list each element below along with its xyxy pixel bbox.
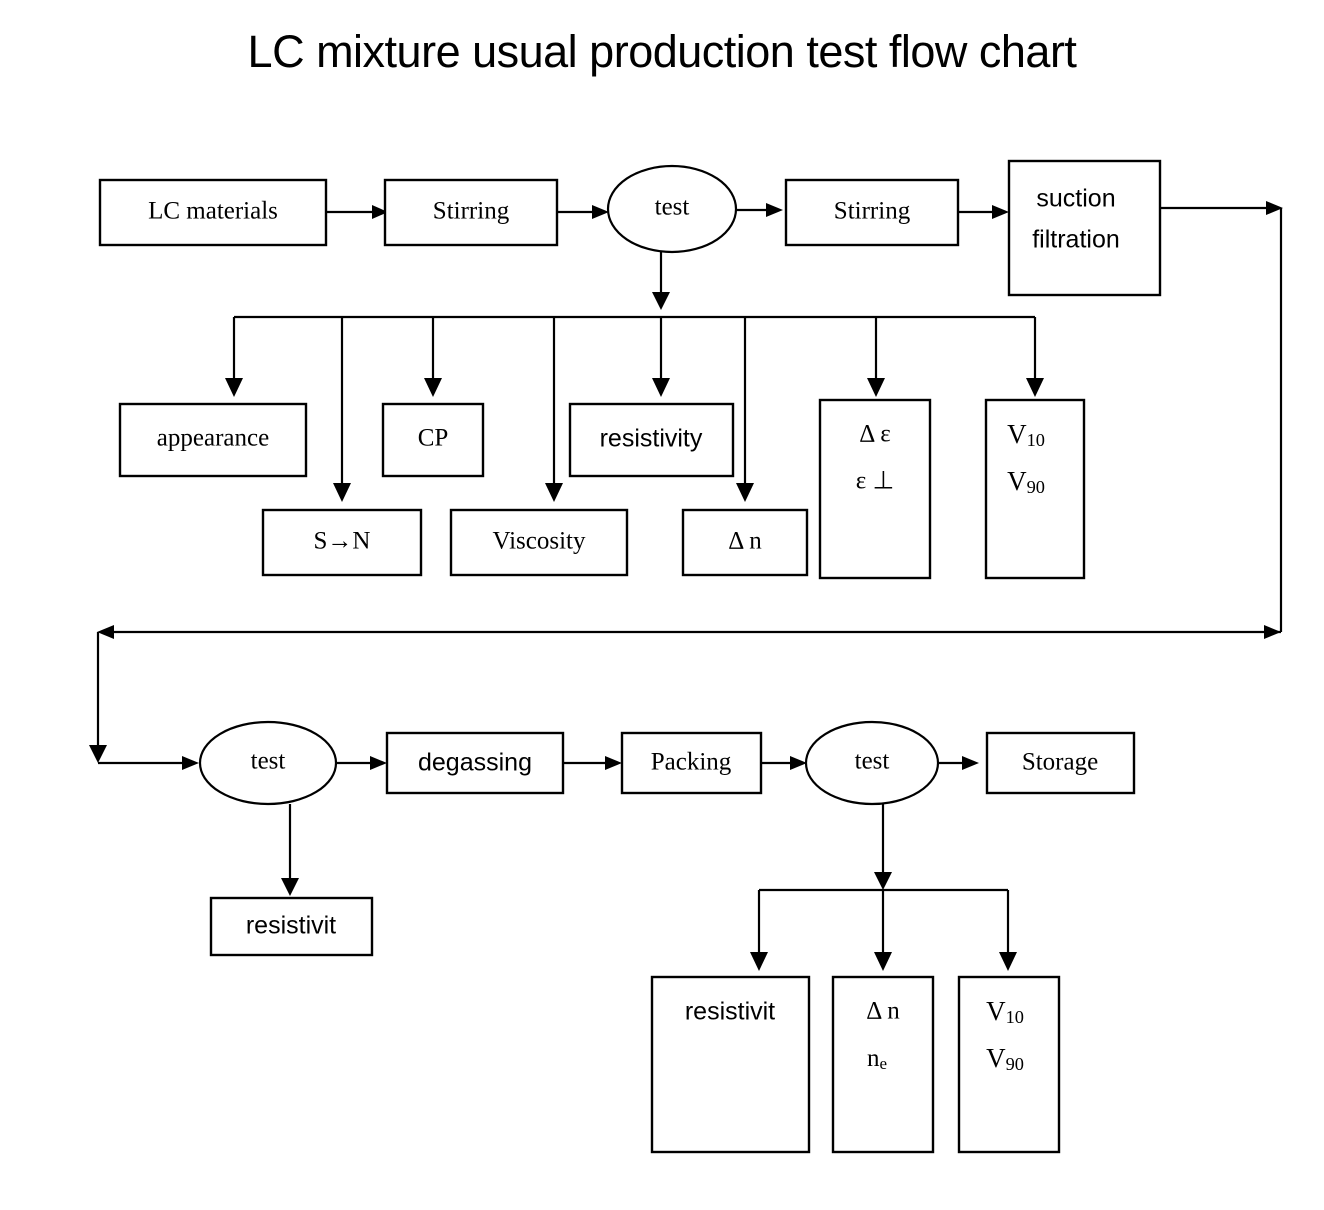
node-cp-label: CP: [418, 425, 449, 452]
connector-bus-to-delta-n: [736, 317, 754, 502]
node-suction-filtration-label-line2: filtration: [1032, 226, 1120, 254]
node-test-1-label: test: [655, 194, 690, 221]
node-s-to-n[interactable]: S→N: [261, 508, 423, 577]
node-suction-filtration-label-line1: suction: [1036, 185, 1115, 213]
node-appearance-label: appearance: [157, 425, 269, 452]
node-stirring-2-label: Stirring: [834, 198, 911, 225]
node-storage-label: Storage: [1022, 749, 1098, 776]
node-test-3-label: test: [855, 748, 890, 775]
node-lc-materials[interactable]: LC materials: [98, 178, 328, 247]
node-delta-epsilon-label-line1: Δ ε: [859, 421, 890, 448]
node-stirring-1[interactable]: Stirring: [383, 178, 559, 247]
node-v90-bottom-label: V90: [986, 1043, 1024, 1074]
node-storage[interactable]: Storage: [985, 731, 1136, 795]
node-v10-v90-upper[interactable]: V10 V90: [984, 398, 1086, 580]
node-test-3[interactable]: test: [804, 720, 940, 806]
node-delta-epsilon-label-line2: ε ⊥: [856, 468, 895, 495]
node-packing[interactable]: Packing: [620, 731, 763, 795]
connector-bus-to-v10-v90-bottom: [999, 890, 1017, 971]
connector-bus-to-s-to-n: [333, 317, 351, 502]
connector-test2-to-resistivit: [281, 804, 299, 896]
node-resistivity[interactable]: resistivity: [568, 402, 735, 478]
node-test-1[interactable]: test: [606, 164, 738, 254]
connector-degassing-to-packing: [563, 756, 622, 770]
connector-packing-to-test3: [761, 756, 807, 770]
connector-test3-dropdown: [874, 804, 892, 890]
connector-lc-to-stirring1: [326, 205, 388, 219]
connector-stirring2-to-suction: [958, 205, 1009, 219]
connector-bus-to-resistivity: [652, 317, 670, 397]
connector-bus-to-v10-v90: [1026, 317, 1044, 397]
node-v90-upper-label: V90: [1007, 466, 1045, 497]
page-title: LC mixture usual production test flow ch…: [247, 26, 1077, 77]
connector-wrap-down-to-test2: [89, 632, 199, 770]
connector-bus-to-cp: [424, 317, 442, 397]
node-lc-materials-label: LC materials: [148, 198, 278, 225]
node-suction-filtration[interactable]: suction filtration: [1007, 159, 1162, 297]
node-delta-n-bottom-label: Δ n: [866, 998, 900, 1025]
node-delta-n-bottom[interactable]: Δ n ne: [831, 975, 935, 1154]
node-stirring-1-label: Stirring: [433, 198, 510, 225]
connector-wrap-horizontal: [97, 625, 1281, 639]
node-resistivit-bottom[interactable]: resistivit: [650, 975, 811, 1154]
connector-bus-to-resistivit-bottom: [750, 890, 768, 971]
node-cp[interactable]: CP: [381, 402, 485, 478]
node-packing-label: Packing: [651, 749, 732, 776]
node-resistivit-left[interactable]: resistivit: [209, 896, 374, 957]
node-delta-epsilon[interactable]: Δ ε ε ⊥: [818, 398, 932, 580]
connector-bus-to-appearance: [225, 317, 243, 397]
connector-test1-dropdown: [652, 252, 670, 310]
node-degassing[interactable]: degassing: [385, 731, 565, 795]
node-v10-v90-bottom[interactable]: V10 V90: [957, 975, 1061, 1154]
node-v10-bottom-label: V10: [986, 996, 1024, 1027]
node-delta-n-upper-label: Δ n: [728, 528, 762, 555]
node-resistivit-left-label: resistivit: [246, 912, 336, 940]
node-resistivit-bottom-label: resistivit: [685, 998, 775, 1026]
node-viscosity[interactable]: Viscosity: [449, 508, 629, 577]
connector-suction-to-right-edge: [1160, 201, 1283, 215]
node-n-e-label: ne: [867, 1045, 887, 1073]
node-test-2-label: test: [251, 748, 286, 775]
node-test-2[interactable]: test: [198, 720, 338, 806]
node-appearance[interactable]: appearance: [118, 402, 308, 478]
connector-bus-to-delta-epsilon: [867, 317, 885, 397]
node-delta-n-upper[interactable]: Δ n: [681, 508, 809, 577]
node-v10-upper-label: V10: [1007, 419, 1045, 450]
connector-test1-to-stirring2: [736, 203, 783, 217]
node-resistivity-label: resistivity: [600, 425, 703, 453]
node-s-to-n-label: S→N: [314, 528, 371, 555]
connector-test3-to-storage: [938, 756, 979, 770]
connector-test2-to-degassing: [336, 756, 387, 770]
connector-stirring1-to-test1: [557, 205, 609, 219]
node-degassing-label: degassing: [418, 749, 532, 777]
node-stirring-2[interactable]: Stirring: [784, 178, 960, 247]
node-viscosity-label: Viscosity: [493, 528, 586, 555]
connector-bus-to-delta-n-bottom: [874, 890, 892, 971]
connector-bus-to-viscosity: [545, 317, 563, 502]
